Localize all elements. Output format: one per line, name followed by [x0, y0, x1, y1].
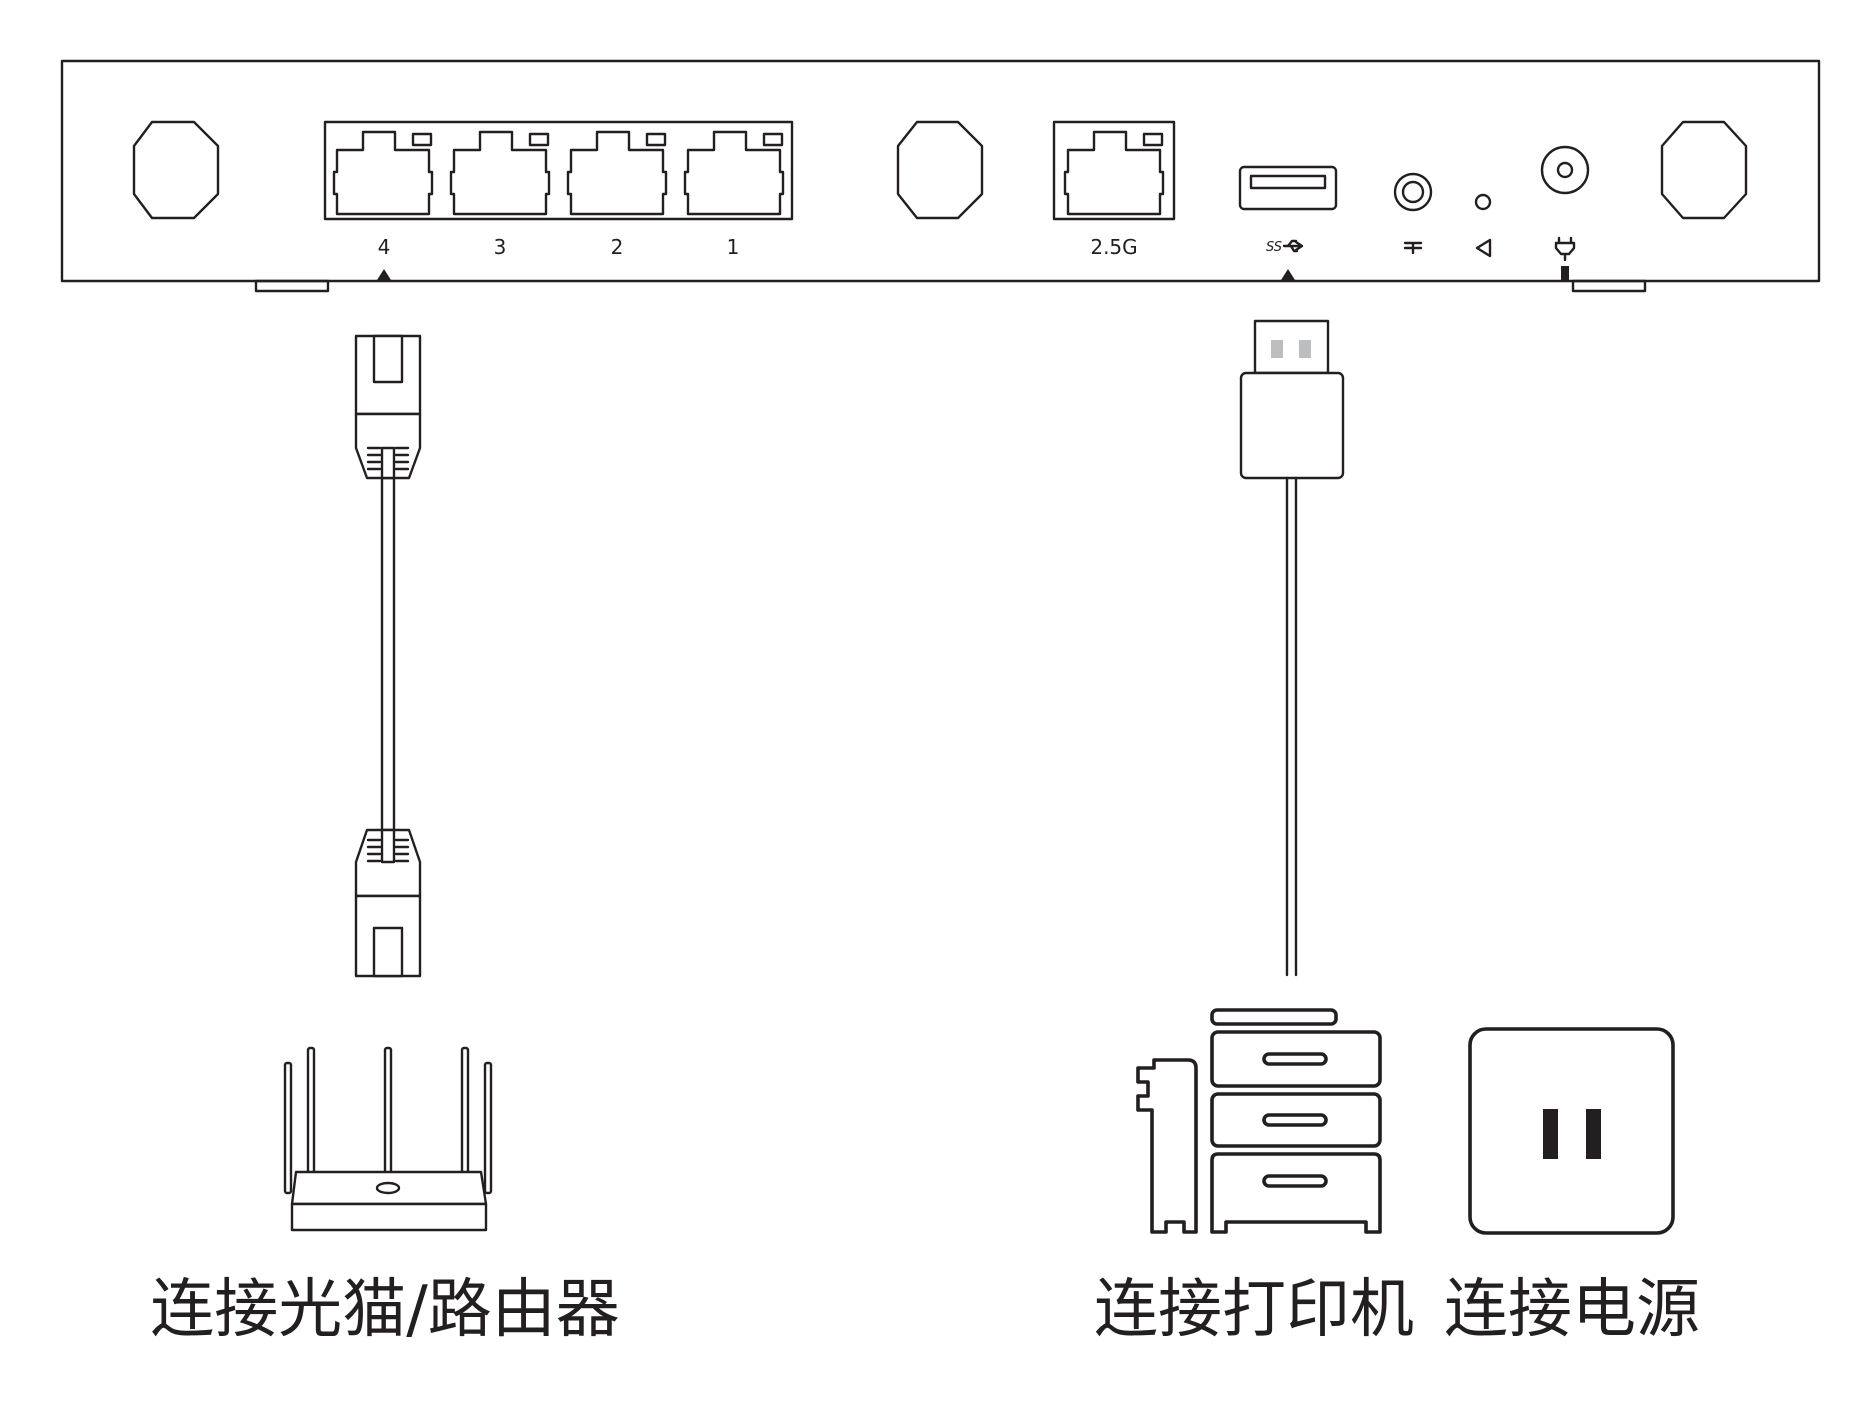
router-icon [283, 1046, 493, 1232]
ethernet-plug-top [354, 334, 422, 480]
lan-port-block [323, 120, 794, 221]
lan-port-label-1: 1 [727, 235, 740, 259]
printer-icon [1136, 1008, 1382, 1234]
lan-port-2 [566, 130, 668, 216]
usb-contact-left [1271, 340, 1283, 358]
mounting-hole-right [1660, 120, 1748, 220]
lan-pointer-arrow [377, 269, 391, 280]
caption-router: 连接光猫/路由器 [150, 1273, 620, 1347]
reset-triangle-icon [1475, 238, 1492, 258]
mounting-hole-middle [896, 120, 984, 220]
ground-jack [1393, 172, 1433, 212]
dc-power-jack [1540, 145, 1590, 195]
outlet-slot-right [1586, 1109, 1601, 1159]
usb-pointer-arrow [1281, 269, 1295, 280]
usb-contact-right [1299, 340, 1311, 358]
reset-pinhole [1474, 193, 1492, 211]
ethernet-cable [354, 334, 422, 978]
caption-power: 连接电源 [1444, 1273, 1700, 1347]
lan-port-label-2: 2 [611, 235, 624, 259]
usb-3-symbol-icon: SS [1266, 239, 1304, 255]
power-outlet-icon [1468, 1027, 1675, 1235]
lan-port-4 [332, 130, 434, 216]
ethernet-plug-bottom [354, 828, 422, 978]
lan-port-label-4: 4 [378, 235, 391, 259]
wan-port-2-5g [1052, 120, 1176, 221]
right-foot [1571, 279, 1647, 293]
caption-printer: 连接打印机 [1094, 1273, 1414, 1347]
mounting-hole-left [132, 120, 220, 220]
ground-symbol-icon [1403, 241, 1423, 255]
power-pointer-marker [1561, 266, 1569, 282]
left-foot [254, 279, 330, 293]
lan-port-3 [449, 130, 551, 216]
lan-port-1 [683, 130, 785, 216]
usb-plug [1239, 319, 1345, 480]
outlet-slot-left [1543, 1109, 1558, 1159]
power-plug-icon [1554, 236, 1576, 262]
usb-ss-label: SS [1266, 240, 1282, 255]
lan-port-label-3: 3 [494, 235, 507, 259]
wan-port-label: 2.5G [1090, 235, 1137, 259]
usb-cable [1239, 319, 1345, 977]
device-rear-panel: 4 3 2 1 2.5G SS [60, 59, 1821, 293]
usb-port [1238, 165, 1338, 211]
